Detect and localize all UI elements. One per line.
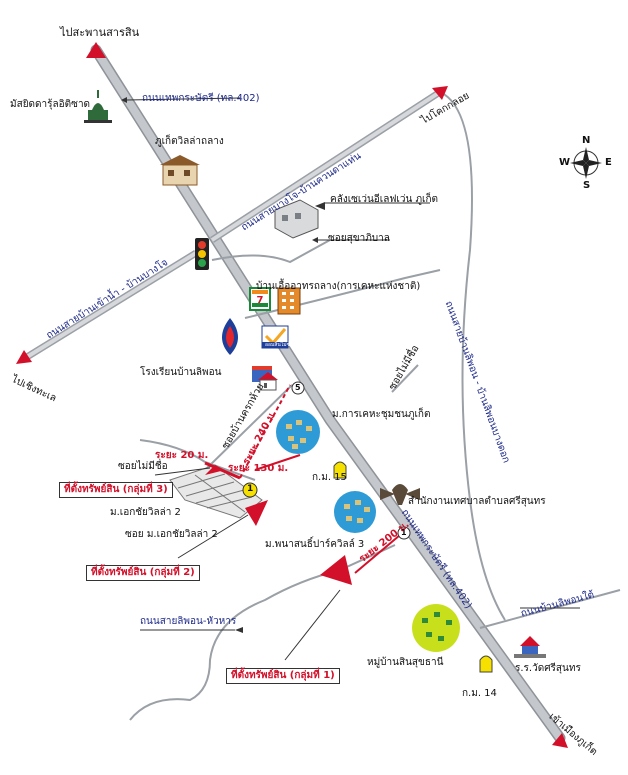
marker-circle-5 — [291, 381, 305, 395]
compass-icon — [570, 147, 602, 179]
place-km15: ก.ม. 15 — [312, 472, 347, 483]
road-thepkrasattri-upper-label: ถนนเทพกระษัตรี (ทล.402) — [142, 93, 260, 104]
road-lipon-tai — [479, 589, 621, 629]
place-village-sin: หมู่บ้านสินสุขธานี — [367, 657, 444, 668]
place-kheha-chumchon: ม.การเคหะชุมชนภูเก็ต — [332, 409, 431, 420]
compass-w: W — [559, 157, 571, 168]
apartment-building-icon — [277, 287, 301, 315]
ekchai-village-grid — [169, 464, 263, 519]
marker-circle-1a — [242, 482, 258, 498]
arrow-choeng-thale-icon — [16, 350, 32, 364]
warehouse-icon — [274, 199, 319, 239]
arrow-into-phuket-icon — [552, 733, 568, 748]
property-group3-label: ที่ตั้งทรัพย์สิน (กลุ่มที่ 3) — [59, 482, 173, 498]
property-group2-label: ที่ตั้งทรัพย์สิน (กลุ่มที่ 2) — [86, 565, 200, 581]
compass-s: S — [583, 180, 591, 191]
village-cluster-icon — [276, 410, 320, 454]
marker-5-text: 5 — [295, 383, 301, 392]
property-group3-marker — [205, 465, 225, 475]
place-phanasan: ม.พนาสนธิ์ปาร์ควิลล์ 3 — [265, 539, 365, 550]
place-municipality: สำนักงานเทศบาลตำบลศรีสุนทร — [408, 496, 546, 507]
compass-n: N — [582, 135, 591, 146]
distance-20m: ระยะ 20 ม. — [155, 450, 209, 461]
garuda-emblem-icon — [380, 484, 420, 505]
compass-e: E — [605, 157, 612, 168]
seven-eleven-logo-icon: 7 — [249, 287, 271, 311]
place-km14: ก.ม. 14 — [462, 688, 497, 699]
place-soi-ekchai-villa: ซอย ม.เอกชัยวิลล่า 2 — [125, 529, 218, 540]
property-group1-label: ที่ตั้งทรัพย์สิน (กลุ่มที่ 1) — [226, 668, 340, 684]
place-soi-no-name-left: ซอยไม่มีชื่อ — [118, 461, 168, 472]
temple-school-icon — [514, 636, 546, 658]
marker-circle-1b — [397, 526, 411, 540]
marker-1b-text: 1 — [401, 528, 407, 537]
place-ban-ua-arthorn: บ้านเอื้ออาทรถลาง(การเคหะแห่งชาติ) — [256, 281, 421, 292]
mosque-icon — [84, 90, 112, 123]
place-ekchai-villa: ม.เอกชัยวิลล่า 2 — [110, 507, 181, 518]
property-group1-marker — [320, 555, 352, 585]
property-group2-marker — [245, 500, 268, 526]
place-soi-suksaphiban: ซอยสุขาภิบาล — [328, 233, 390, 244]
road-lipon-hwahan-label: ถนนสายลิพอน-หัวหาร — [140, 616, 237, 627]
svg-text:7: 7 — [257, 295, 264, 306]
road-lipon-hwahan — [129, 544, 396, 721]
km14-marker-icon — [479, 655, 493, 673]
school-icon — [252, 366, 278, 391]
place-wat-school: ร.ร.วัดศรีสุนทร — [515, 663, 581, 674]
km15-marker-icon — [333, 461, 347, 479]
dest-saphan-sarasin: ไปสะพานสารสิน — [60, 26, 140, 39]
road-lipon-bangdok — [439, 91, 506, 621]
village-green-icon — [412, 604, 460, 652]
village-cluster-icon-2 — [334, 491, 376, 533]
ptt-logo-icon — [222, 318, 238, 355]
checkmark-sign-icon — [261, 325, 289, 349]
place-lipon-school: โรงเรียนบ้านลิพอน — [140, 367, 222, 378]
arrow-khok-kloi-icon — [432, 86, 448, 100]
place-phuket-villa: ภูเก็ตวิลล่าถลาง — [155, 136, 224, 147]
traffic-light-icon — [195, 238, 209, 270]
place-seven-eleven-warehouse: คลังเซเว่นอีเลฟเว่น ภูเก็ต — [330, 194, 439, 205]
house-icon — [160, 155, 200, 186]
marker-1a-text: 1 — [247, 484, 254, 494]
distance-130m: ระยะ 130 ม. — [228, 463, 289, 474]
shop-label: ออมสินไม่ซ้ำ — [265, 342, 293, 348]
arrow-saphan-sarasin-icon — [86, 42, 106, 58]
place-mosque: มัสยิดดารุ้ลอิติซาด — [10, 99, 91, 110]
